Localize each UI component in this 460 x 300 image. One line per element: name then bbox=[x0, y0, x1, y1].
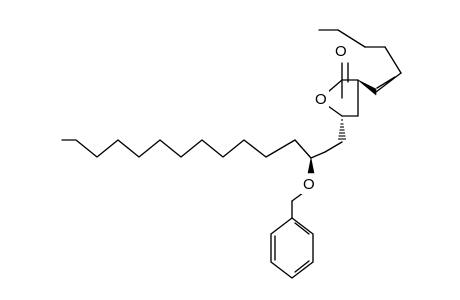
beta-lactone-ring bbox=[327, 62, 377, 140]
atom-labels: O O O bbox=[301, 41, 349, 194]
bond-hexenyl-double-outer bbox=[375, 72, 402, 93]
hash-bond-ring-to-chain bbox=[338, 119, 346, 140]
wedge-bond-to-ether-oxygen bbox=[307, 157, 315, 174]
wedge-bond-ring-to-alkene bbox=[357, 79, 377, 96]
benzene-ring bbox=[270, 217, 314, 279]
bond-ring-left-top bbox=[327, 79, 343, 93]
carbonyl-oxygen-label: O bbox=[335, 43, 347, 60]
ether-oxygen-label: O bbox=[303, 176, 315, 193]
hexenyl-chain bbox=[318, 29, 402, 93]
bond-hexenyl-2 bbox=[337, 29, 366, 48]
benzene-inner-double-2 bbox=[294, 260, 310, 273]
benzyloxy-group bbox=[291, 189, 308, 219]
bond-ring-left-bottom bbox=[327, 105, 343, 117]
bond-hexenyl-4 bbox=[384, 46, 402, 74]
bond-linker-1 bbox=[324, 141, 343, 153]
benzene-hexagon bbox=[270, 217, 314, 279]
bond-linker-2 bbox=[310, 151, 326, 159]
dodecyl-zigzag bbox=[61, 139, 312, 159]
linker-chain bbox=[310, 141, 343, 159]
bond-hexenyl-double-inner bbox=[376, 76, 396, 89]
dodecyl-chain bbox=[61, 139, 312, 159]
benzene-inner-double-1 bbox=[294, 222, 310, 235]
ring-oxygen-label: O bbox=[315, 91, 327, 108]
